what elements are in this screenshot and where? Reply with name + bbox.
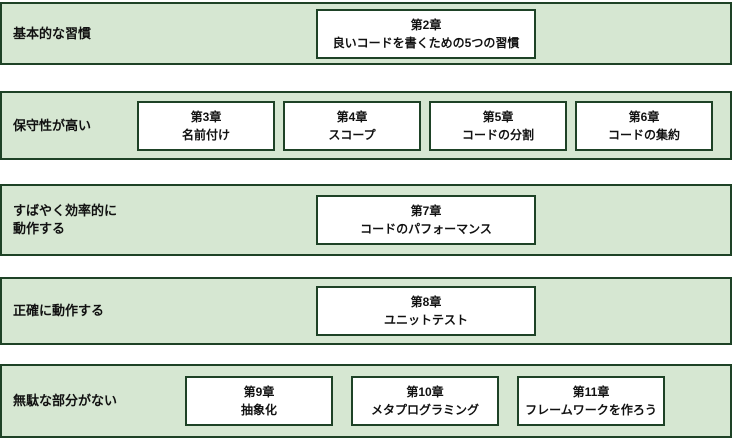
category-band-no-waste: 無駄な部分がない 第9章 抽象化 第10章 メタプログラミング 第11章 フレー…: [0, 364, 732, 438]
chapter-number: 第4章: [336, 109, 368, 124]
category-label: 正確に動作する: [13, 302, 105, 318]
chapter-title: 抽象化: [240, 403, 277, 417]
chapter-number: 第9章: [243, 385, 275, 399]
category-label: 基本的な習慣: [13, 25, 92, 41]
category-band-basic-habits: 基本的な習慣 第2章 良いコードを書くための5つの習慣: [0, 2, 732, 65]
chapter-box-group: 第2章 良いコードを書くための5つの習慣: [2, 8, 730, 59]
chapter-title: 良いコードを書くための5つの習慣: [332, 35, 520, 50]
chapter-box-ch8: 第8章 ユニットテスト: [316, 286, 536, 336]
chapter-box-ch9: 第9章 抽象化: [185, 376, 333, 426]
chapter-number: 第5章: [482, 109, 514, 124]
chapter-number: 第11章: [572, 385, 610, 399]
chapter-box-ch6: 第6章 コードの集約: [575, 100, 713, 151]
chapter-box-group: 第9章 抽象化 第10章 メタプログラミング 第11章 フレームワークを作ろう: [2, 376, 730, 426]
category-band-efficiency: すばやく効率的に 動作する 第7章 コードのパフォーマンス: [0, 184, 732, 256]
chapter-box-group: 第3章 名前付け 第4章 スコープ 第5章 コードの分割 第6章 コードの集約: [2, 100, 730, 151]
category-label: 無駄な部分がない: [13, 392, 118, 408]
chapter-box-ch7: 第7章 コードのパフォーマンス: [316, 195, 536, 245]
chapter-title: コードのパフォーマンス: [360, 222, 492, 236]
chapter-box-ch3: 第3章 名前付け: [137, 100, 275, 151]
chapter-title: ユニットテスト: [383, 313, 468, 327]
chapter-title: コードの集約: [607, 127, 680, 142]
category-label: 保守性が高い: [13, 117, 92, 133]
chapter-box-group: 第8章 ユニットテスト: [2, 286, 730, 336]
category-label: すばやく効率的に 動作する: [13, 202, 118, 236]
chapter-box-ch5: 第5章 コードの分割: [429, 100, 567, 151]
category-band-maintainability: 保守性が高い 第3章 名前付け 第4章 スコープ 第5章 コードの分割 第6章 …: [0, 91, 732, 160]
chapter-title: スコープ: [328, 127, 376, 142]
chapter-number: 第3章: [190, 109, 222, 124]
chapter-number: 第7章: [410, 204, 442, 218]
chapter-box-group: 第7章 コードのパフォーマンス: [2, 195, 730, 245]
chapter-title: コードの分割: [461, 127, 534, 142]
chapter-title: メタプログラミング: [370, 403, 479, 417]
chapter-box-ch2: 第2章 良いコードを書くための5つの習慣: [316, 8, 536, 59]
chapter-title: 名前付け: [181, 127, 230, 142]
chapter-box-ch4: 第4章 スコープ: [283, 100, 421, 151]
chapter-number: 第6章: [628, 109, 660, 124]
category-band-correctness: 正確に動作する 第8章 ユニットテスト: [0, 277, 732, 345]
chapter-number: 第10章: [406, 385, 444, 399]
chapter-number: 第2章: [410, 17, 442, 32]
chapter-box-ch11: 第11章 フレームワークを作ろう: [517, 376, 665, 426]
chapter-number: 第8章: [410, 295, 442, 309]
chapter-title: フレームワークを作ろう: [525, 403, 657, 417]
chapter-box-ch10: 第10章 メタプログラミング: [351, 376, 499, 426]
